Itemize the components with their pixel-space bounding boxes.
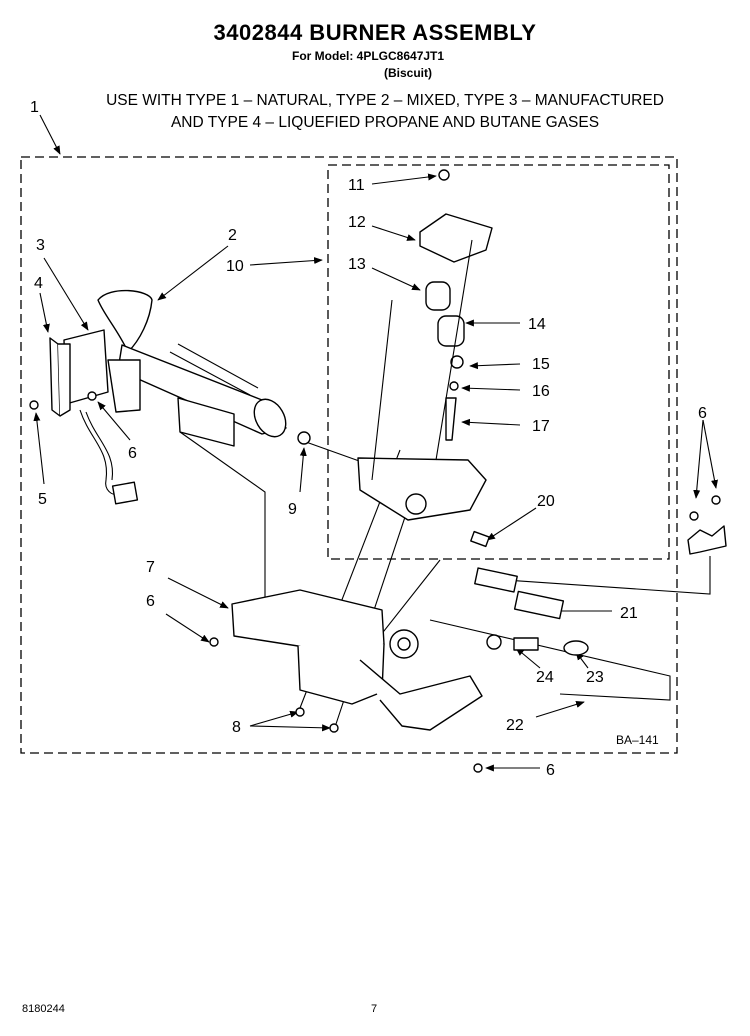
callout-12: 12 [348,214,366,231]
line-clamp [687,525,727,555]
valve-subassembly-boundary [327,164,670,560]
callout-10: 10 [226,258,244,275]
callout-22: 22 [506,717,524,734]
gas-type-line-2: AND TYPE 4 – LIQUEFIED PROPANE AND BUTAN… [170,114,600,131]
fittings [474,567,589,656]
callout-6-c: 6 [546,762,555,779]
callout-2: 2 [228,227,237,244]
callout-6-d: 6 [698,405,707,422]
callout-9: 9 [288,501,297,518]
callout-24: 24 [536,669,554,686]
screw-icons [29,169,721,773]
igniter-wire [79,409,139,505]
callout-3: 3 [36,237,45,254]
callout-8: 8 [232,719,241,736]
callout-5: 5 [38,491,47,508]
shield-plate [177,397,235,447]
callout-21: 21 [620,605,638,622]
assembly-boundary [20,156,678,754]
callout-14: 14 [528,316,546,333]
callout-6-b: 6 [146,593,155,610]
callout-13: 13 [348,256,366,273]
gas-type-line-1: USE WITH TYPE 1 – NATURAL, TYPE 2 – MIXE… [106,92,664,109]
gas-valve [357,213,493,521]
callout-4: 4 [34,275,43,292]
model-color: (Biscuit) [384,66,432,80]
diagram-code: BA–141 [616,733,659,747]
callout-20: 20 [537,493,555,510]
igniter-bracket [49,329,141,417]
orifice-part [470,530,490,548]
callout-17: 17 [532,418,550,435]
callout-16: 16 [532,383,550,400]
callout-7: 7 [146,559,155,576]
callout-1: 1 [30,99,39,116]
callout-6-a: 6 [128,445,137,462]
callout-15: 15 [532,356,550,373]
doc-number: 8180244 [22,1003,65,1015]
page-title: 3402844 BURNER ASSEMBLY [213,20,537,45]
page-number: 7 [371,1003,378,1015]
model-number: For Model: 4PLGC8647JT1 [292,49,445,63]
callout-23: 23 [586,669,604,686]
callout-labels: 1 2 3 4 5 6 6 6 6 7 8 9 10 11 12 13 14 1… [30,99,707,779]
burner-bracket [231,589,483,731]
callout-11: 11 [348,177,365,194]
